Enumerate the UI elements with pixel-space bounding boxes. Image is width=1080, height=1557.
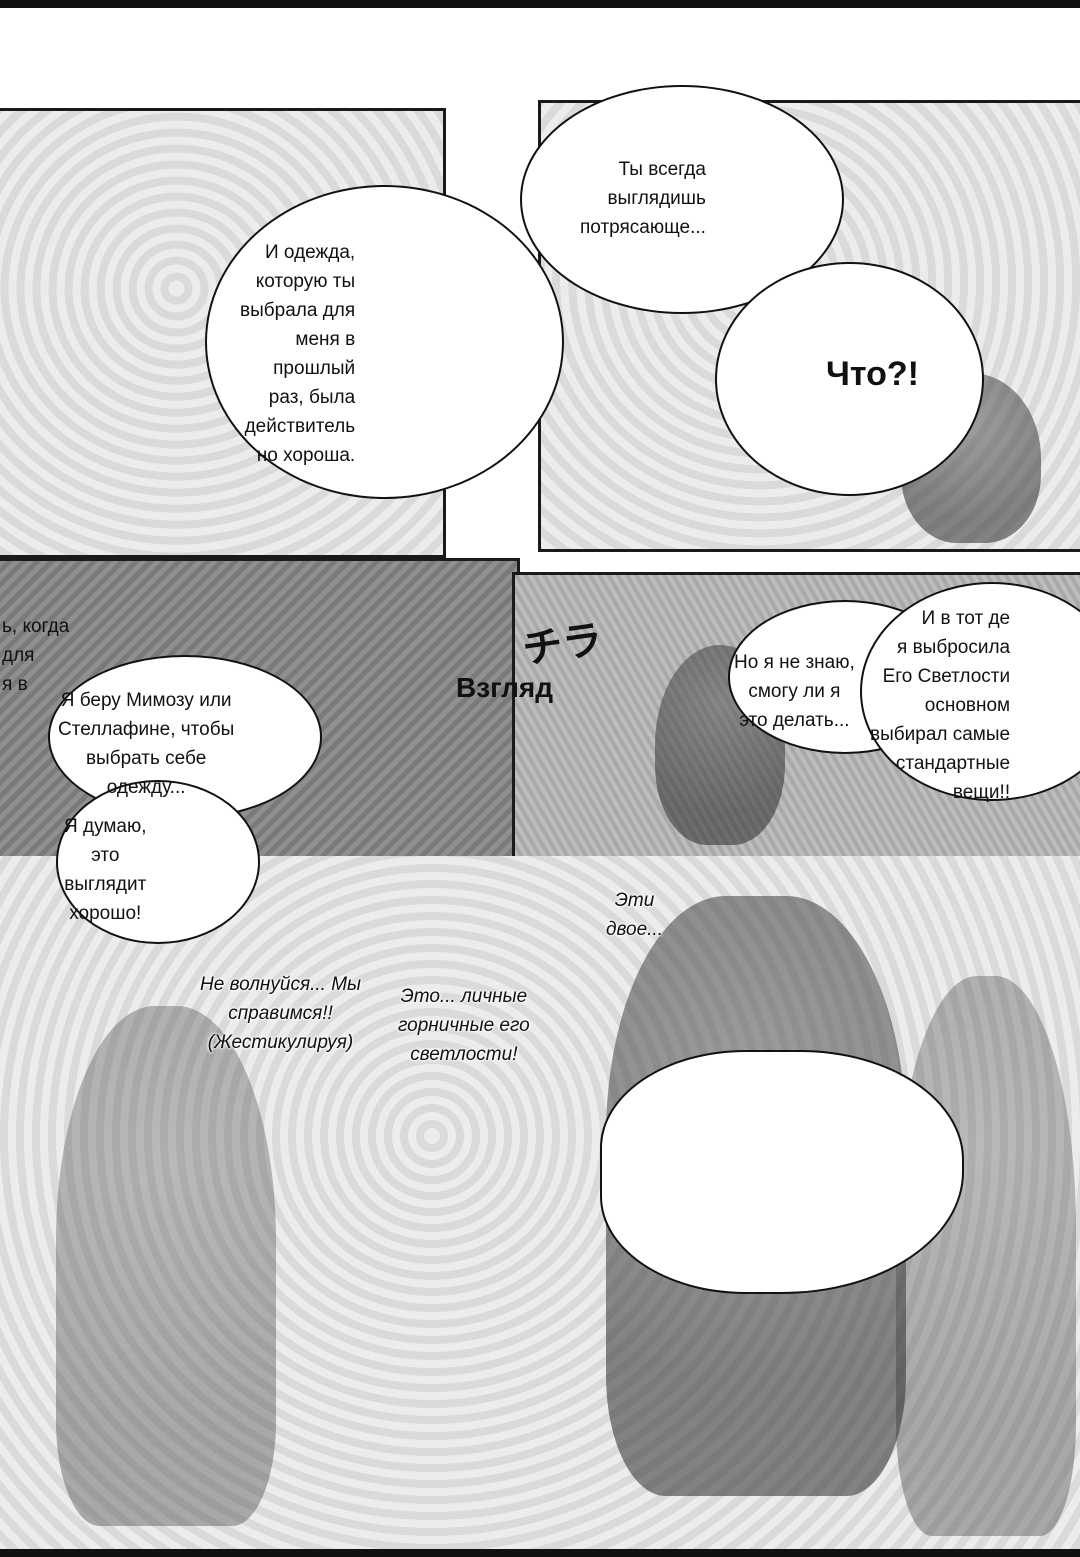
dialogue-always-stunning: Ты всегда выглядишь потрясающе... xyxy=(580,159,706,238)
dialogue-dont-worry: Не волнуйся... Мы справимся!! (Жестикули… xyxy=(200,974,362,1053)
bottom-border xyxy=(0,1549,1080,1557)
speech-bubble-3 xyxy=(715,262,984,496)
speech-bubble-2 xyxy=(205,185,564,499)
dialogue-clothes-last-time: И одежда, которую ты выбрала для меня в … xyxy=(240,242,356,466)
maid-left-figure xyxy=(56,1006,276,1526)
dialogue-that-day: И в тот де я выбросила Его Светлости осн… xyxy=(870,608,1011,803)
sfx-glance: Взгляд xyxy=(456,672,554,703)
speech-bubble-5 xyxy=(860,582,1080,801)
dialogue-these-two: Эти двое... xyxy=(606,890,663,940)
top-border xyxy=(0,0,1080,8)
maid-right-figure xyxy=(896,976,1076,1536)
dialogue-dont-know: Но я не знаю, смогу ли я это делать... xyxy=(734,652,855,731)
speech-bubble-8 xyxy=(600,1050,964,1294)
dialogue-what: Что?! xyxy=(826,355,919,393)
dialogue-personal-maids: Это... личные горничные его светлости! xyxy=(398,986,530,1065)
speech-bubble-7 xyxy=(56,780,260,944)
dialogue-mimosa: Я беру Мимозу или Стеллафине, чтобы выбр… xyxy=(58,690,235,798)
dialogue-i-think: Я думаю, это выглядит хорошо! xyxy=(64,816,147,924)
dialogue-partial-left: ь, когда для я в xyxy=(2,616,70,695)
sfx-glance-kanji: チラ xyxy=(519,617,606,673)
